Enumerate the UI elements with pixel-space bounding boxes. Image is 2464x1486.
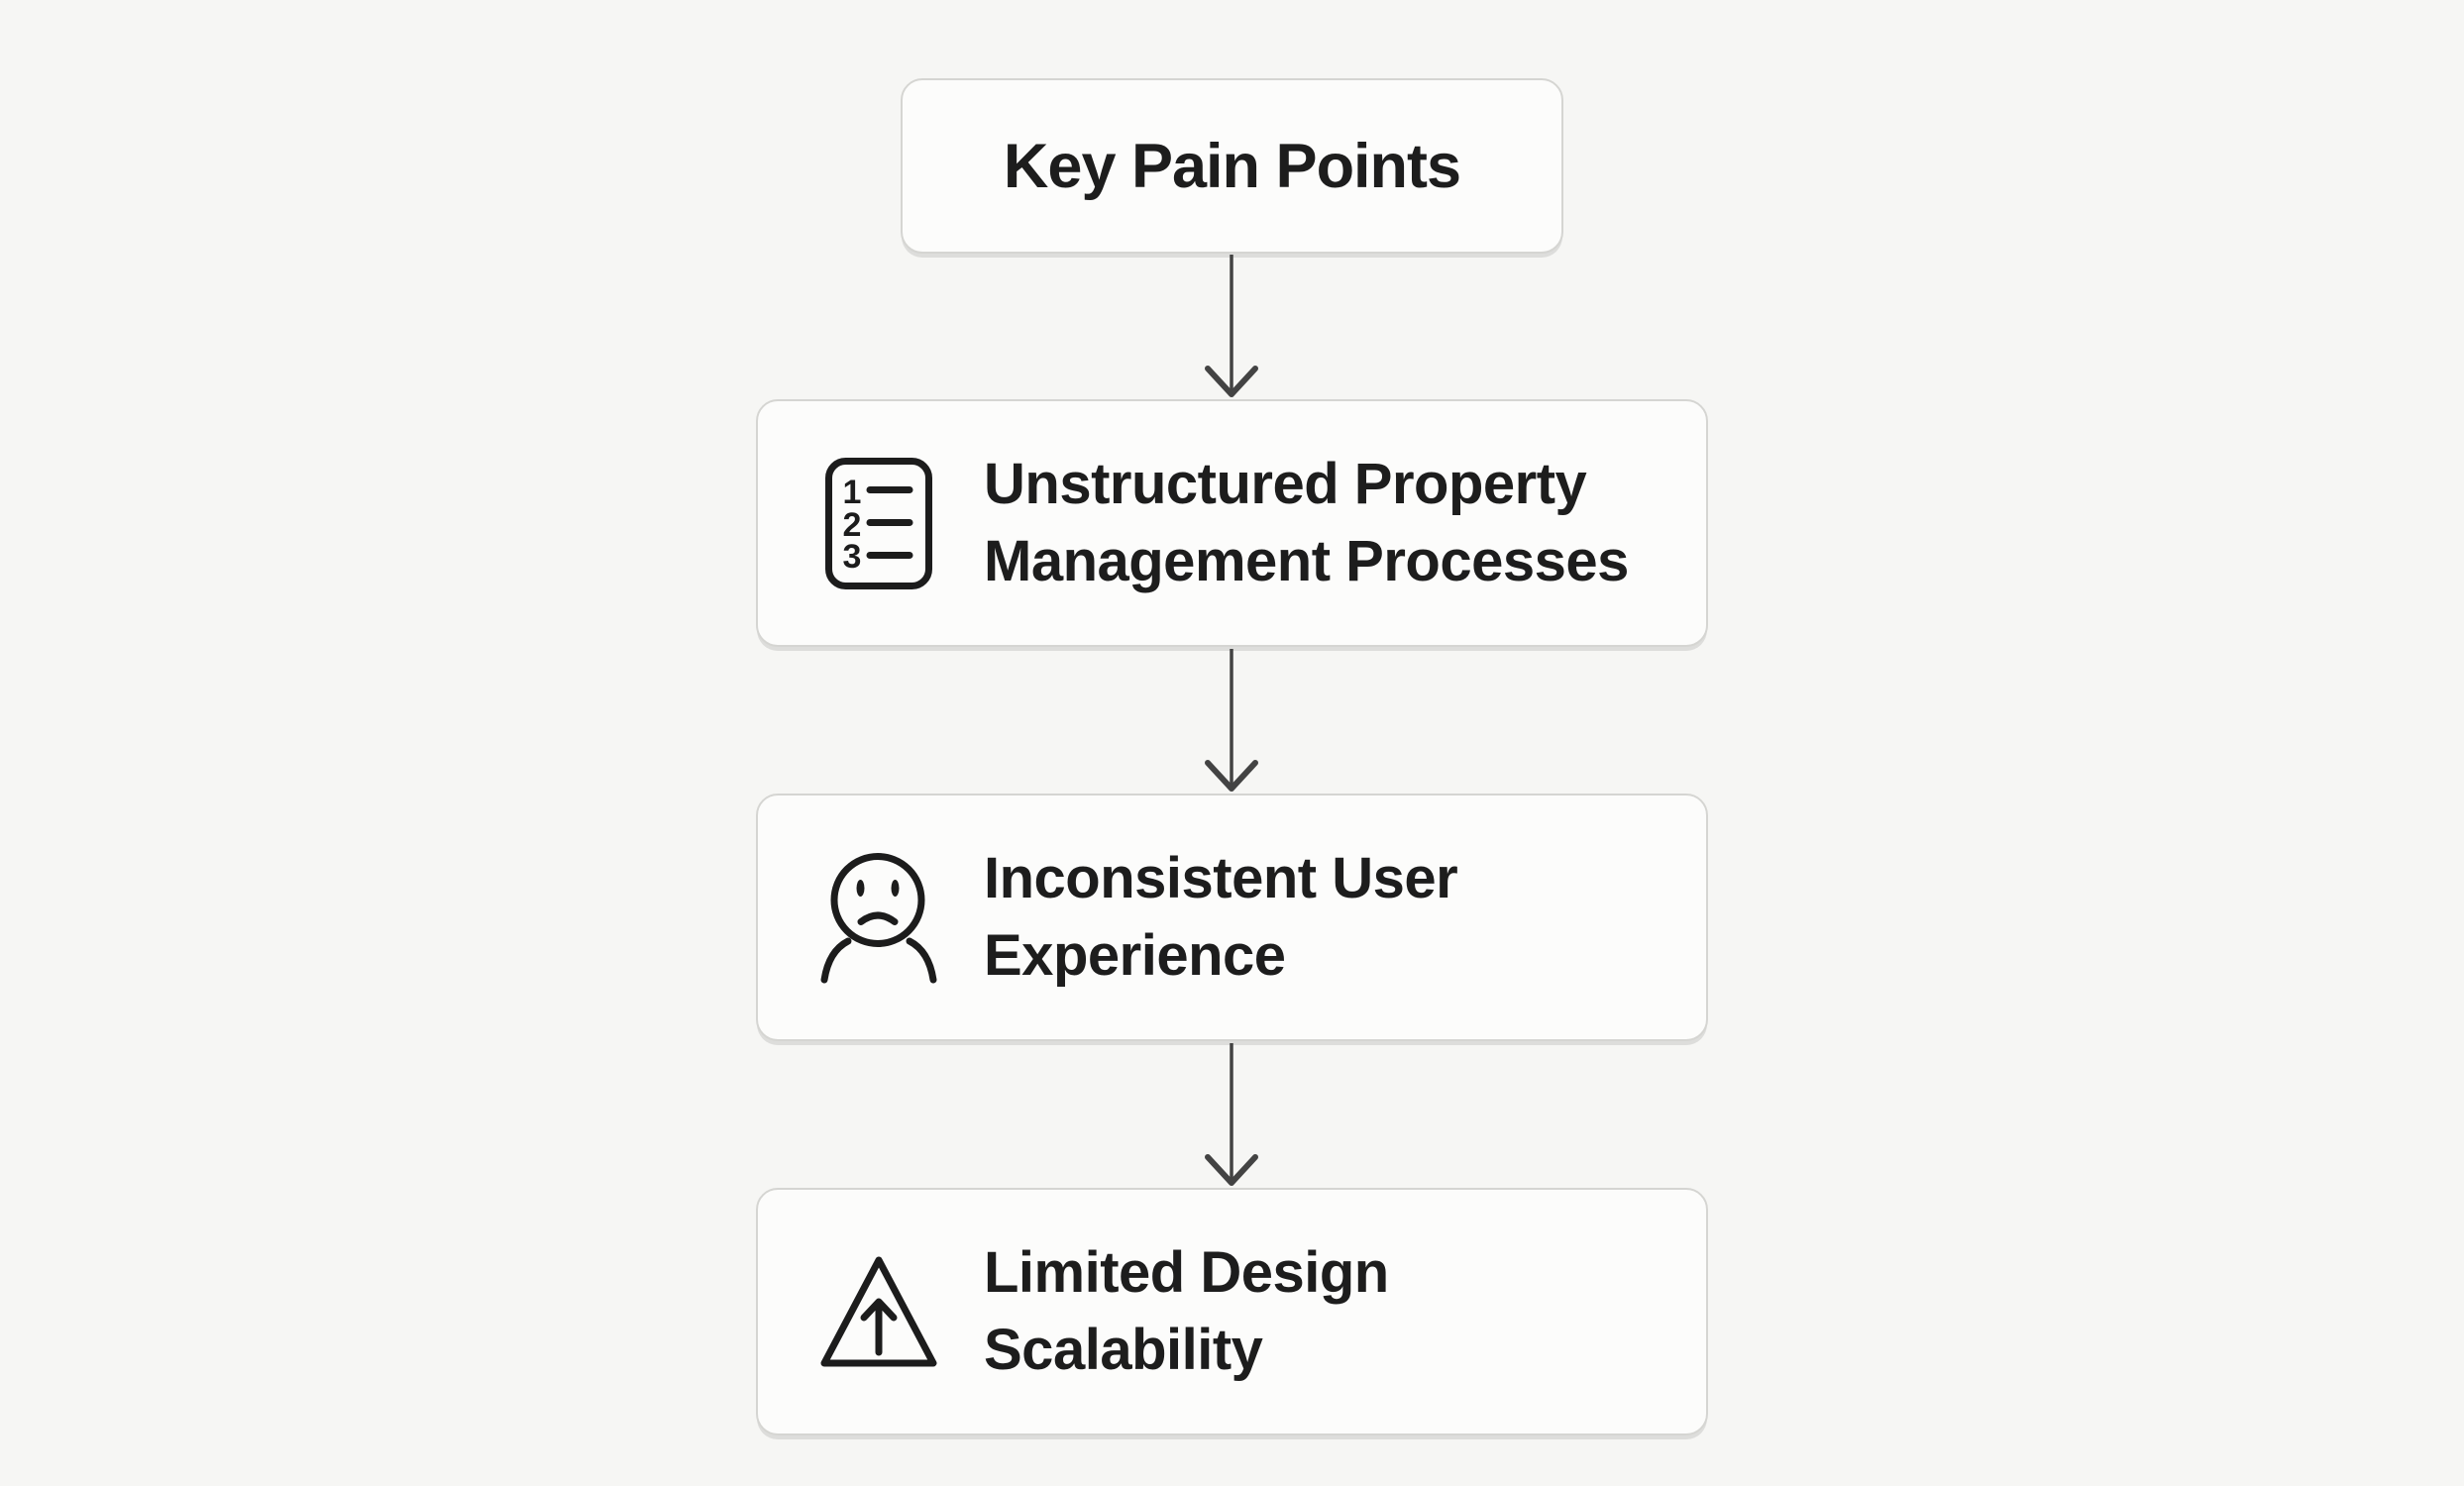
node-label-line2: Experience (984, 923, 1286, 988)
node-key-pain-points: Key Pain Points (901, 78, 1563, 254)
node-label: Inconsistent User Experience (984, 840, 1458, 995)
page-title: Key Pain Points (1003, 131, 1461, 201)
list-digit-2: 2 (843, 506, 862, 544)
node-label-line2: Scalability (984, 1318, 1263, 1382)
node-label-line1: Limited Design (984, 1240, 1389, 1305)
connector-arrow-1 (1200, 253, 1263, 399)
node-unstructured-property-management: 1 2 3 Unstructured Property Management P… (756, 399, 1708, 647)
list-digit-3: 3 (843, 538, 862, 576)
node-icon-slot (815, 851, 942, 985)
numbered-list-icon: 1 2 3 (825, 457, 932, 589)
node-icon-slot: 1 2 3 (815, 457, 942, 590)
frowning-person-icon (820, 852, 937, 983)
down-arrow-icon (1205, 649, 1258, 792)
node-limited-design-scalability: Limited Design Scalability (756, 1188, 1708, 1435)
connector-arrow-3 (1200, 1041, 1263, 1188)
warning-triangle-up-arrow-icon (820, 1256, 937, 1367)
node-label: Unstructured Property Management Process… (984, 446, 1629, 600)
list-digit-1: 1 (843, 474, 862, 511)
node-label: Limited Design Scalability (984, 1234, 1389, 1389)
node-label-line2: Management Processes (984, 529, 1629, 593)
connector-arrow-2 (1200, 647, 1263, 794)
node-inconsistent-user-experience: Inconsistent User Experience (756, 794, 1708, 1041)
node-label-line1: Inconsistent User (984, 846, 1458, 910)
down-arrow-icon (1205, 1043, 1258, 1186)
node-label-line1: Unstructured Property (984, 452, 1587, 516)
down-arrow-icon (1205, 255, 1258, 397)
node-icon-slot (815, 1253, 942, 1370)
